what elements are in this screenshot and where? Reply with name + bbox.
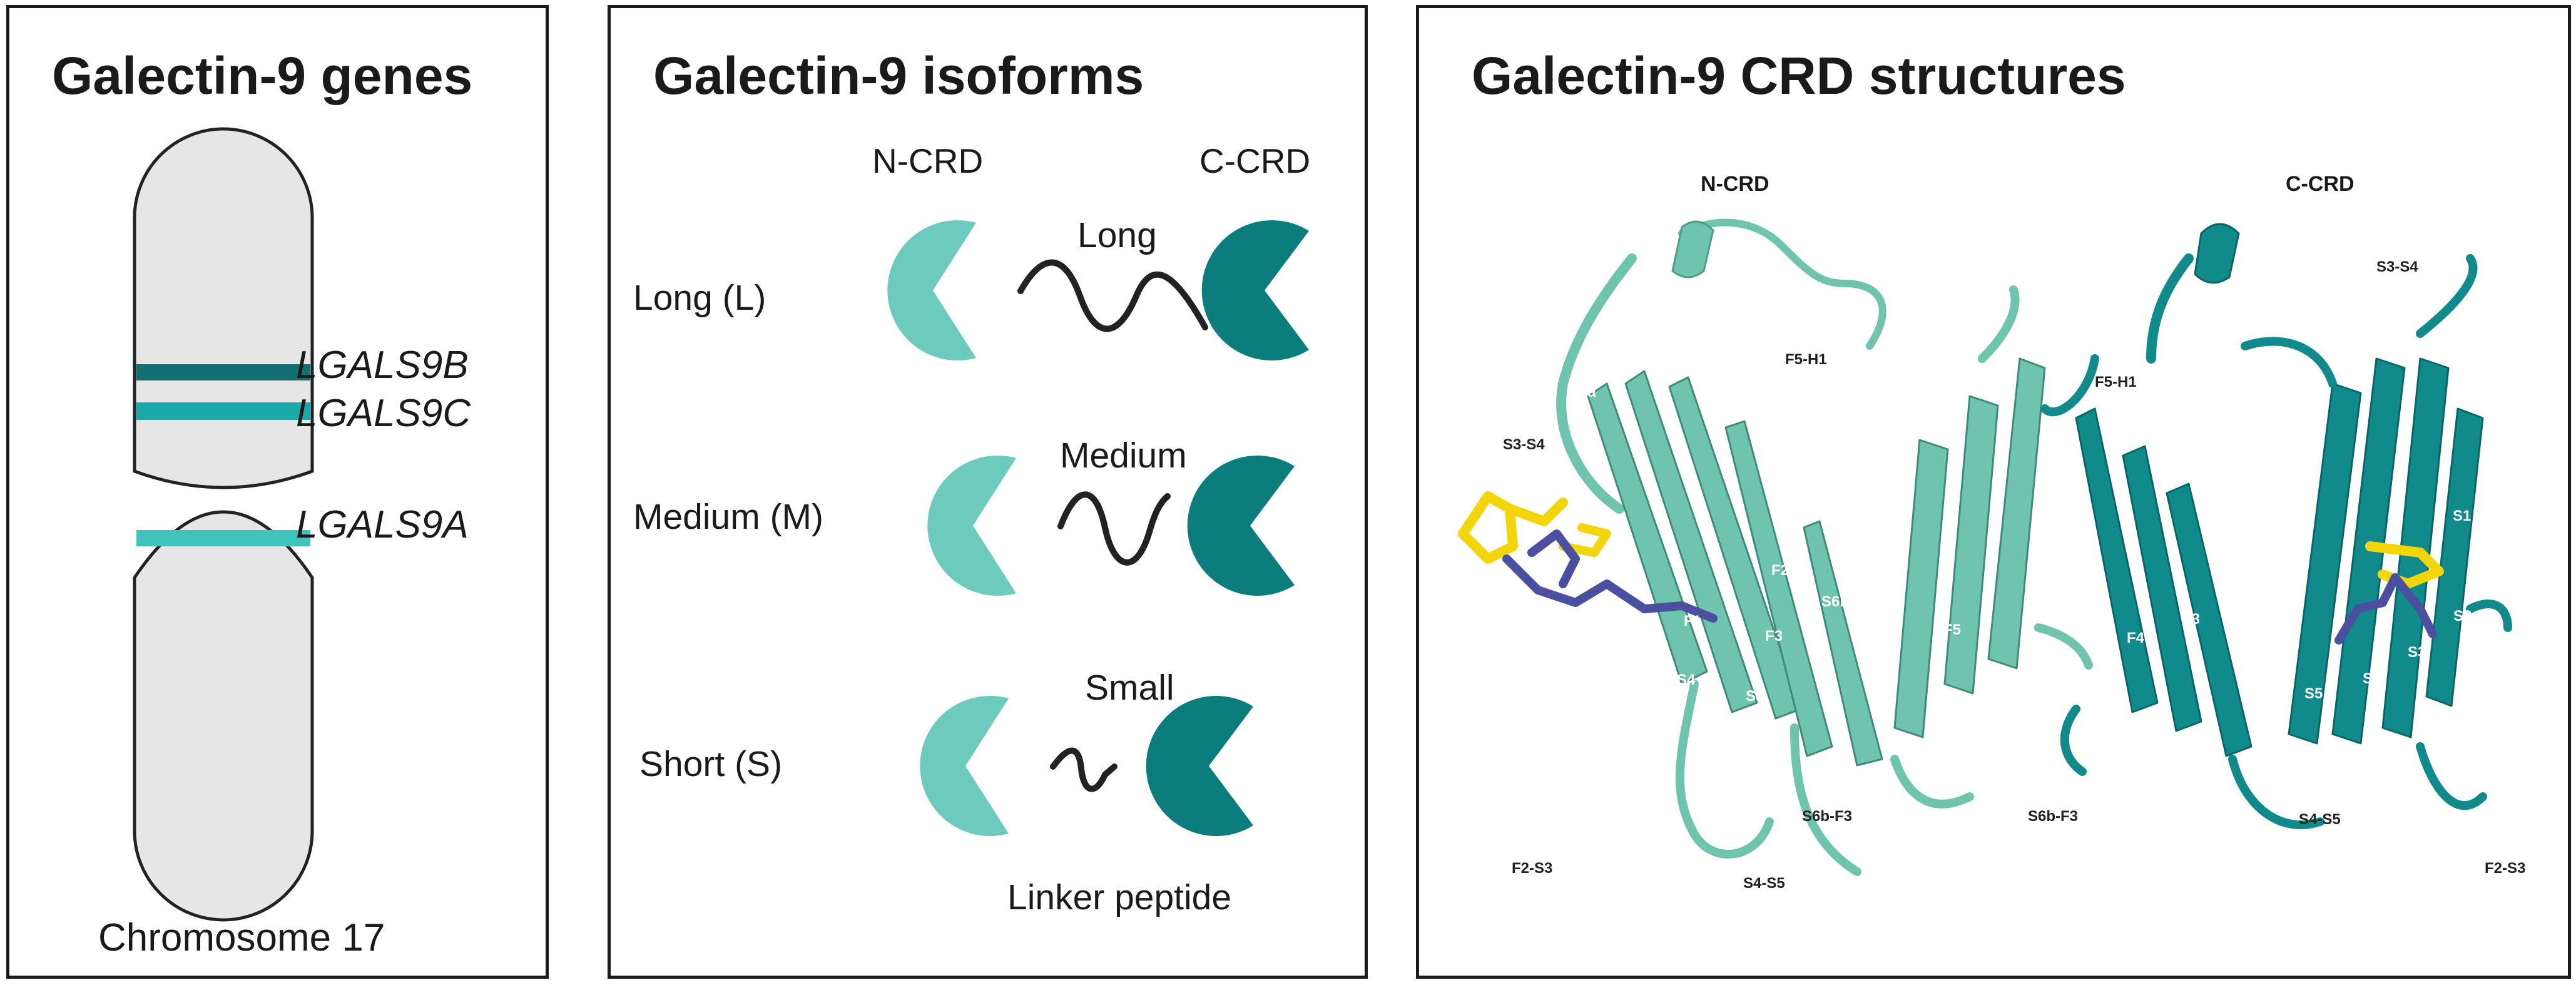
linker-peptide-caption: Linker peptide (1007, 877, 1232, 917)
crd-structures (1458, 218, 2512, 876)
lgals9c-band (136, 402, 310, 420)
n-label-s5: S5 (1746, 688, 1764, 705)
c-crd-ribbon-structure (2040, 223, 2512, 829)
c-label-s3-s4: S3-S4 (2376, 258, 2418, 275)
gene-label-lgals9c: LGALS9C (296, 392, 471, 435)
n-label-s3: S3 (1617, 645, 1636, 662)
n-label-s4: S4 (1677, 671, 1696, 688)
isoform-diagrams (887, 220, 1309, 837)
n-label-f4: F4 (1870, 593, 1888, 610)
isoform-label-long: Long (L) (633, 278, 766, 318)
short-n-crd (920, 696, 1009, 836)
genes-panel-title: Galectin-9 genes (52, 46, 473, 105)
c-label-s4-s5: S4-S5 (2299, 811, 2341, 828)
n-label-f2-s3: F2-S3 (1512, 860, 1553, 877)
isoforms-panel-title: Galectin-9 isoforms (653, 46, 1144, 105)
structures-panel: Galectin-9 CRD structures (1416, 5, 2571, 979)
c-label-s1: S1 (2453, 508, 2472, 524)
isoform-label-medium: Medium (M) (633, 497, 824, 537)
n-label-f3: F3 (1765, 628, 1783, 645)
n-label-s3-s4: S3-S4 (1503, 436, 1545, 453)
c-label-s6b-f3: S6b-F3 (2028, 808, 2079, 825)
c-label-s3: S3 (2408, 644, 2426, 661)
n-label-f2: F2 (1771, 562, 1789, 579)
c-label-f1: F1 (2246, 540, 2264, 557)
medium-c-crd (1187, 456, 1295, 596)
c-label-f3: F3 (2182, 611, 2201, 628)
n-crd-ligand (1458, 491, 1718, 623)
gene-label-lgals9a: LGALS9A (296, 503, 469, 546)
c-label-h1: H1 (2251, 286, 2271, 303)
lgals9a-band (136, 530, 310, 546)
c-label-s5: S5 (2304, 685, 2323, 702)
c-crd-ligand (2334, 541, 2444, 645)
c-label-f4: F4 (2127, 630, 2145, 646)
linker-label-short: Small (1085, 668, 1174, 708)
c-label-f2: F2 (2215, 571, 2233, 588)
c-crd-structure-title: C-CRD (2286, 172, 2355, 196)
n-label-s6b: S6b (1821, 593, 1850, 610)
lgals9b-band (136, 364, 310, 380)
isoform-label-short: Short (S) (639, 744, 783, 784)
structures-panel-title: Galectin-9 CRD structures (1472, 46, 2126, 105)
chromosome-17-diagram (133, 127, 314, 922)
n-label-s1: S1 (1572, 502, 1591, 519)
medium-linker (1057, 491, 1171, 566)
n-label-s6b-f3: S6b-F3 (1802, 808, 1853, 825)
n-crd-structure-title: N-CRD (1701, 172, 1769, 196)
c-label-s4: S4 (2363, 670, 2381, 687)
isoforms-panel: Galectin-9 isoforms N-CRD C-CRD Long (L)… (608, 5, 1368, 979)
short-linker (1050, 747, 1117, 792)
linker-label-medium: Medium (1060, 436, 1187, 476)
n-label-f5-h1: F5-H1 (1785, 351, 1827, 368)
n-label-s4-s5: S4-S5 (1743, 875, 1785, 892)
genes-panel: Galectin-9 genes LGALS9B LGALS9C LGALS9A… (6, 5, 549, 979)
long-isoform-diagram (887, 220, 1309, 361)
n-label-s6a: S6a (1569, 384, 1596, 401)
n-crd-ribbon-structure (1556, 218, 2093, 876)
n-label-f1: F1 (1684, 613, 1702, 630)
long-c-crd (1201, 220, 1309, 360)
c-label-f5-h1: F5-H1 (2095, 374, 2137, 390)
short-isoform-diagram (920, 696, 1253, 837)
gene-label-lgals9b: LGALS9B (296, 344, 469, 387)
long-linker (1017, 259, 1208, 332)
n-label-h1: H1 (1694, 286, 1714, 303)
n-label-s2: S2 (1581, 619, 1599, 636)
c-label-f2-s3: F2-S3 (2485, 860, 2526, 877)
chromosome-label: Chromosome 17 (98, 916, 385, 959)
medium-isoform-diagram (927, 456, 1295, 596)
medium-n-crd (927, 456, 1016, 596)
c-crd-header: C-CRD (1199, 141, 1311, 180)
c-label-s6a: S6a (2448, 392, 2475, 409)
n-crd-header: N-CRD (872, 141, 984, 180)
linker-label-long: Long (1077, 215, 1157, 255)
c-label-f5: F5 (2052, 665, 2070, 682)
chromosome-upper-arm (133, 127, 314, 489)
short-c-crd (1146, 696, 1253, 837)
c-label-s2: S2 (2453, 608, 2472, 625)
chromosome-lower-arm (133, 510, 314, 922)
n-label-f5: F5 (1943, 621, 1962, 638)
long-n-crd (887, 220, 976, 361)
